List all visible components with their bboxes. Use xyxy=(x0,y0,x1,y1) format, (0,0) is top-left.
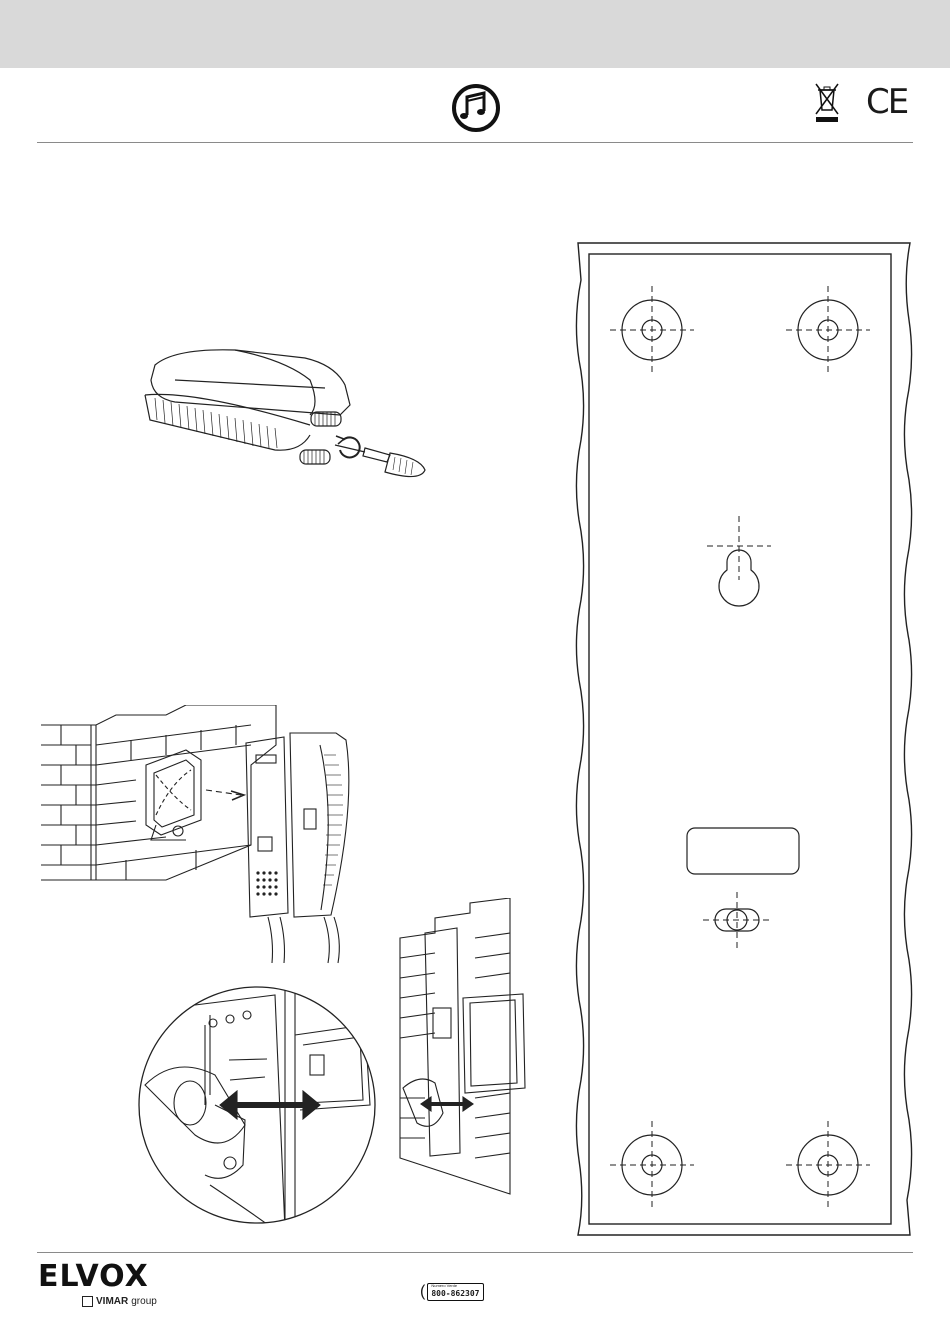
weee-bin-icon xyxy=(812,82,842,124)
vimar-group-logo: VIMAR group xyxy=(82,1296,157,1307)
detail-circle-illustration xyxy=(135,985,380,1230)
phone-label: Numero Verde xyxy=(431,1283,457,1288)
phone-box: Numero Verde 800-862307 xyxy=(427,1283,483,1301)
elvox-logo: ELVOX VIMAR group xyxy=(38,1262,158,1312)
brand-name: ELVOX xyxy=(38,1262,149,1292)
group-suffix: group xyxy=(131,1296,157,1307)
music-notes-icon xyxy=(450,82,502,134)
ce-mark-icon: CE xyxy=(866,82,907,122)
wall-box-mounting-illustration xyxy=(36,705,366,965)
handset-screwdriver-illustration xyxy=(135,340,435,490)
wall-mount-slide-illustration xyxy=(395,898,530,1196)
drilling-template xyxy=(575,240,913,1238)
toll-free-badge: ( Numero Verde 800-862307 xyxy=(420,1282,484,1302)
vimar-mark-icon xyxy=(82,1296,93,1307)
group-name: VIMAR xyxy=(96,1296,128,1307)
header-divider xyxy=(37,142,913,143)
top-banner xyxy=(0,0,950,68)
phone-icon: ( xyxy=(420,1284,425,1300)
footer-divider xyxy=(37,1252,913,1253)
phone-number: 800-862307 xyxy=(431,1289,479,1299)
